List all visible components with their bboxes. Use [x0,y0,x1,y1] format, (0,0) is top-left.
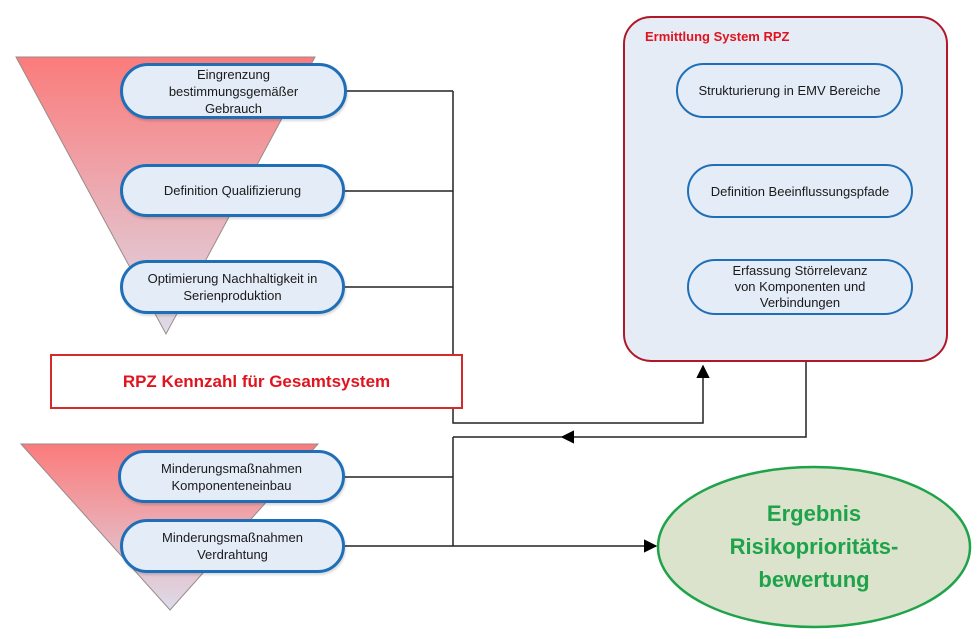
step-label: Erfassung Störrelevanz von Komponenten u… [732,263,868,310]
step-optimierung-nachhaltigkeit[interactable]: Optimierung Nachhaltigkeit in Serienprod… [120,260,345,314]
step-label: Minderungsmaßnahmen Komponenteneinbau [161,460,302,493]
step-eingrenzung[interactable]: Eingrenzung bestimmungsgemäßer Gebrauch [120,63,347,119]
step-label: Minderungsmaßnahmen Verdrahtung [162,530,303,562]
rpz-kennzahl-box[interactable]: RPZ Kennzahl für Gesamtsystem [50,354,463,409]
step-definition-beeinflussungspfade[interactable]: Definition Beeinflussungspfade [687,164,913,218]
step-label: Strukturierung in EMV Bereiche [698,83,881,98]
rpz-system-feedback [560,362,807,444]
rpz-kennzahl-label: RPZ Kennzahl für Gesamtsystem [122,371,391,391]
step-minderung-verdrahtung[interactable]: Minderungsmaßnahmen Verdrahtung [120,519,345,573]
step-erfassung-stoerrelevanz[interactable]: Erfassung Störrelevanz von Komponenten u… [687,259,913,315]
step-label: Eingrenzung bestimmungsgemäßer Gebrauch [168,66,299,116]
rpz-system-title: Ermittlung System RPZ [645,29,790,44]
step-label: Optimierung Nachhaltigkeit in Serienprod… [147,271,318,303]
step-strukturierung-emv[interactable]: Strukturierung in EMV Bereiche [676,63,903,118]
step-minderung-komponenteneinbau[interactable]: Minderungsmaßnahmen Komponenteneinbau [118,450,345,503]
step-definition-qualifizierung[interactable]: Definition Qualifizierung [120,164,345,217]
step-label: Definition Beeinflussungspfade [710,183,890,199]
bus-to-rpz-system [452,91,710,424]
result-ellipse [656,465,972,629]
step-label: Definition Qualifizierung [163,183,302,198]
result-label: Ergebnis Risikoprioritäts- bewertung [729,501,899,592]
